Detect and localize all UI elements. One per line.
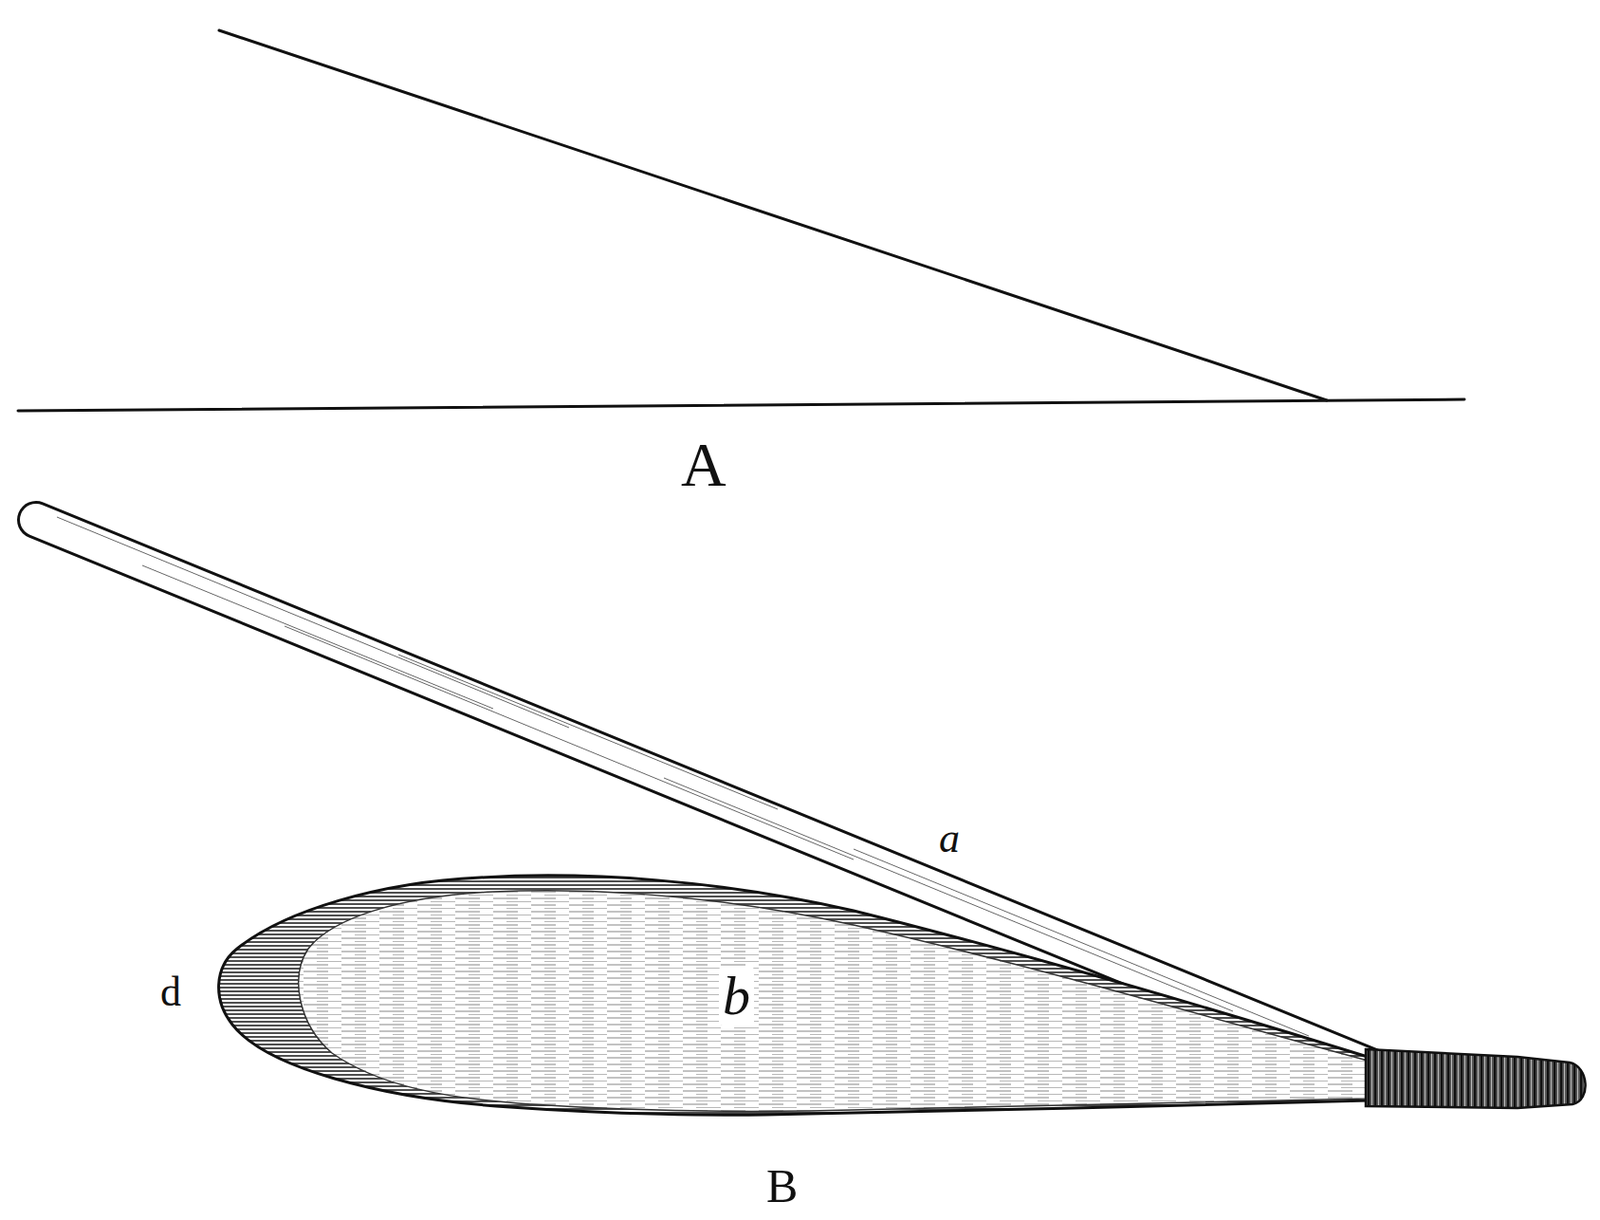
angle-lines: [18, 30, 1465, 411]
figure-label: A: [677, 431, 731, 498]
figure-label: B: [762, 1159, 802, 1212]
part-label: b: [718, 966, 755, 1026]
paddle-blade: [219, 875, 1368, 1115]
binding-wrap: [1365, 1048, 1586, 1108]
part-label: d: [156, 969, 185, 1015]
part-label: a: [935, 815, 964, 862]
